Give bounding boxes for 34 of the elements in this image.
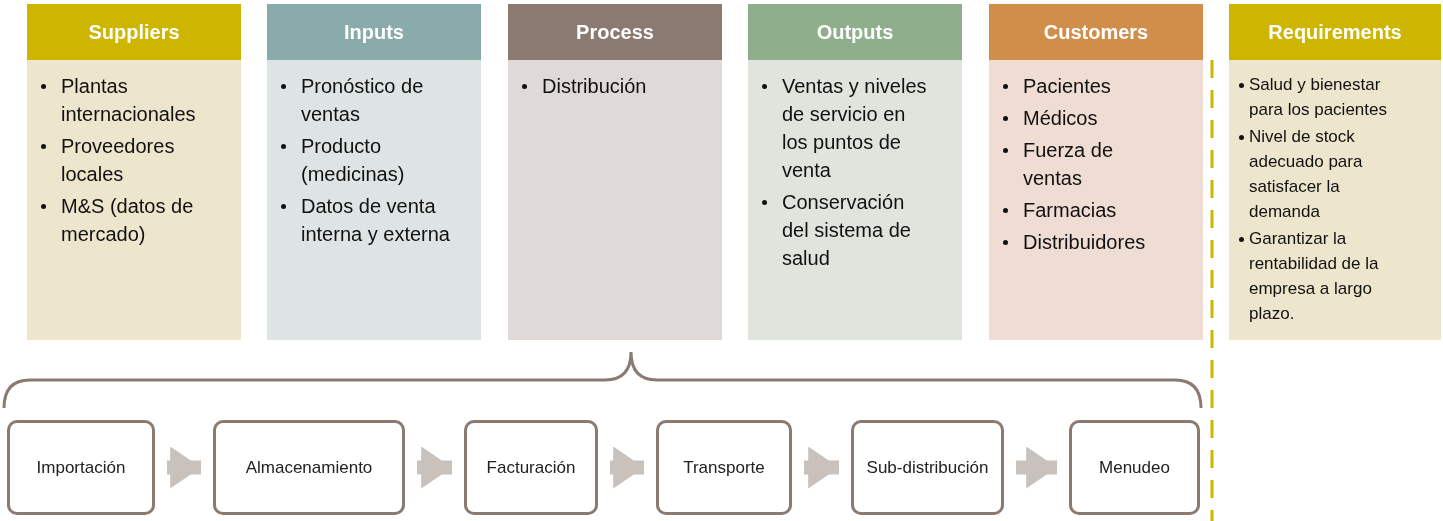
block-arrow (610, 446, 644, 489)
block-arrow (1016, 446, 1057, 489)
bullet-text: Distribuidores (1023, 230, 1146, 255)
process-step-box: Sub-distribución (851, 420, 1004, 515)
bullet-text: Distribución (542, 74, 647, 99)
column-header: Requirements (1229, 4, 1441, 60)
column-header: Inputs (267, 4, 481, 60)
process-step-box: Almacenamiento (213, 420, 405, 515)
block-arrow (167, 446, 201, 489)
block-arrow (804, 446, 839, 489)
block-arrow (417, 446, 452, 489)
column-header: Outputs (748, 4, 962, 60)
process-step-box: Transporte (656, 420, 792, 515)
bullet-text: Farmacias (1023, 198, 1117, 223)
bullet-text: Pacientes (1023, 74, 1111, 99)
column-header: Customers (989, 4, 1203, 60)
column-header: Process (508, 4, 722, 60)
bullet-text: Garantizar la rentabilidad de la empresa a largo plazo. (1249, 228, 1380, 325)
bullet-text: Conservación del sistema de salud (782, 190, 912, 271)
bullet-text: Proveedores locales (61, 134, 176, 187)
bullet-text: Producto (medicinas) (301, 134, 406, 187)
bullet-text: Fuerza de ventas (1023, 138, 1115, 191)
column-header: Suppliers (27, 4, 241, 60)
bullet-text: Médicos (1023, 106, 1098, 131)
process-step-box: Importación (7, 420, 155, 515)
bullet-text: M&S (datos de mercado) (61, 194, 195, 247)
process-step-box: Menudeo (1069, 420, 1200, 515)
bullet-text: Nivel de stock adecuado para satisfacer la demanda (1249, 126, 1364, 223)
bullet-text: Datos de venta interna y externa (301, 194, 451, 247)
bullet-text: Plantas internacionales (61, 74, 197, 127)
process-step-box: Facturación (464, 420, 598, 515)
bullet-text: Ventas y niveles de servicio en los puntos de venta (782, 74, 928, 183)
bullet-text: Salud y bienestar para los pacientes (1249, 74, 1388, 121)
bullet-text: Pronóstico de ventas (301, 74, 425, 127)
